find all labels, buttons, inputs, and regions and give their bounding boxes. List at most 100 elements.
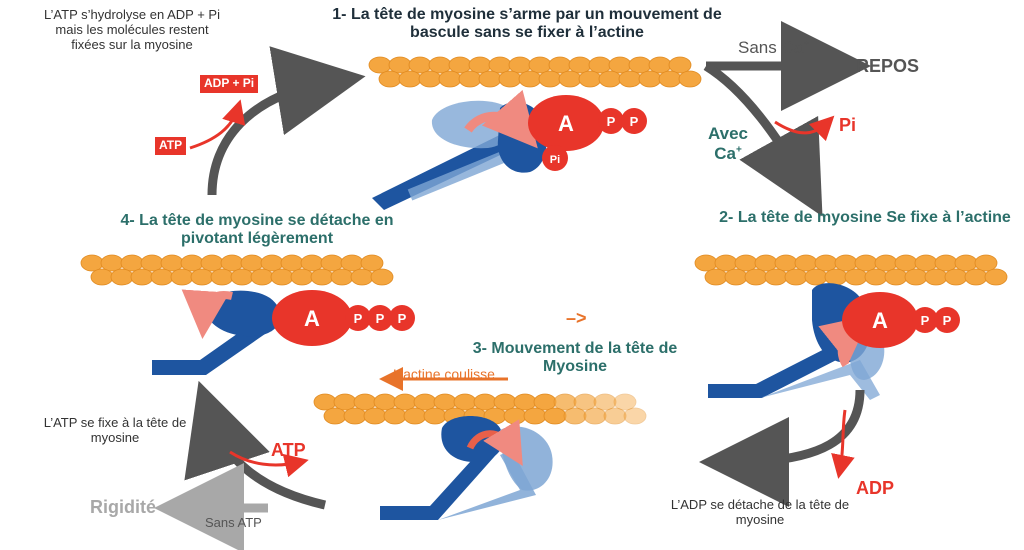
actin-bead — [333, 393, 357, 411]
avec-ca-label: Avec Ca+ — [707, 124, 748, 163]
actin-bead — [230, 268, 254, 286]
actin-bead — [448, 56, 472, 74]
actin-bead — [603, 407, 627, 425]
actin-bead — [170, 268, 194, 286]
actin-bead — [120, 254, 144, 272]
note-adp-detaches: L’ADP se détache de la tête de myosine — [670, 497, 850, 527]
dash-arrow-text: –> — [566, 308, 587, 328]
actin-bead — [438, 70, 462, 88]
actin-bead — [678, 70, 702, 88]
step1-title: 1- La tête de myosine s’arme par un mouv… — [332, 6, 722, 42]
actin-bead — [834, 254, 858, 272]
actin-bead — [668, 56, 692, 74]
pi-release-arrow — [774, 115, 835, 142]
p-label: P — [376, 311, 385, 326]
a-label: A — [558, 111, 574, 136]
actin-bead — [210, 268, 234, 286]
myosin-step2: A P P — [708, 283, 960, 400]
actin-bead — [110, 268, 134, 286]
actin-bead — [523, 407, 547, 425]
actin-bead — [573, 393, 597, 411]
myosin-step1: A P P Pi — [372, 89, 647, 210]
myosin-step3 — [380, 416, 553, 520]
actin-bead — [623, 407, 647, 425]
repos-label: REPOS — [856, 56, 920, 76]
actin-bead — [563, 407, 587, 425]
atp-box: ATP — [155, 137, 187, 155]
actin-bead — [884, 268, 908, 286]
atp-molecule — [842, 292, 918, 348]
actin-bead — [804, 268, 828, 286]
actin-bead — [493, 393, 517, 411]
actin-bead — [538, 70, 562, 88]
step3-title: 3- Mouvement de la tête de Myosine — [472, 340, 678, 376]
cycle-arrow-3-to-4 — [184, 380, 327, 510]
actin-bead — [453, 393, 477, 411]
pi-release-label: Pi — [839, 115, 857, 135]
actin-bead — [498, 70, 522, 88]
actin-bead — [814, 254, 838, 272]
p-label: P — [943, 313, 952, 328]
p-label: P — [398, 311, 407, 326]
actin-bead — [714, 254, 738, 272]
actin-bead — [874, 254, 898, 272]
actin-bead — [398, 70, 422, 88]
actin-bead — [774, 254, 798, 272]
a-label: A — [304, 306, 320, 331]
actin-bead — [350, 268, 374, 286]
actin-bead — [478, 70, 502, 88]
actin-bead — [924, 268, 948, 286]
sans-ca-label: Sans Ca+ — [738, 38, 810, 57]
actin-bead — [598, 70, 622, 88]
actin-bead — [300, 254, 324, 272]
actin-bead — [468, 56, 492, 74]
actin-bead — [408, 56, 432, 74]
actin-bead — [343, 407, 367, 425]
actin-bead — [310, 268, 334, 286]
actin-filament-left — [80, 254, 394, 286]
actin-bead — [518, 70, 542, 88]
actin-bead — [964, 268, 988, 286]
actin-bead — [513, 393, 537, 411]
actin-bead — [383, 407, 407, 425]
actin-bead — [864, 268, 888, 286]
cycle-arrow-1-to-2 — [703, 62, 823, 217]
actin-bead — [568, 56, 592, 74]
actin-bead — [363, 407, 387, 425]
actin-bead — [220, 254, 244, 272]
actin-filament-top — [368, 56, 702, 88]
actin-bead — [503, 407, 527, 425]
adp-pi-box: ADP + Pi — [200, 75, 259, 93]
rotation-arrow — [464, 89, 538, 149]
actin-bead — [403, 407, 427, 425]
pi-label: Pi — [550, 154, 560, 166]
actin-bead — [508, 56, 532, 74]
actin-bead — [724, 268, 748, 286]
adp-release-arrow — [831, 409, 855, 479]
actin-bead — [353, 393, 377, 411]
actin-bead — [648, 56, 672, 74]
actin-bead — [200, 254, 224, 272]
atp-to-adp-arrow — [189, 99, 246, 150]
actin-bead — [280, 254, 304, 272]
actin-bead — [473, 393, 497, 411]
actin-bead — [90, 268, 114, 286]
myosin-step4: A P P P — [152, 289, 415, 375]
actin-bead — [904, 268, 928, 286]
note-actin-slides: L’actine coulisse — [393, 366, 495, 382]
actin-bead — [754, 254, 778, 272]
actin-bead — [330, 268, 354, 286]
p-label: P — [607, 114, 616, 129]
actin-bead — [340, 254, 364, 272]
actin-bead — [588, 56, 612, 74]
actin-bead — [638, 70, 662, 88]
actin-bead — [764, 268, 788, 286]
actin-bead — [418, 70, 442, 88]
sans-atp-label: Sans ATP — [205, 515, 262, 530]
actin-bead — [613, 393, 637, 411]
actin-bead — [694, 254, 718, 272]
actin-bead — [428, 56, 452, 74]
actin-bead — [150, 268, 174, 286]
actin-bead — [378, 70, 402, 88]
